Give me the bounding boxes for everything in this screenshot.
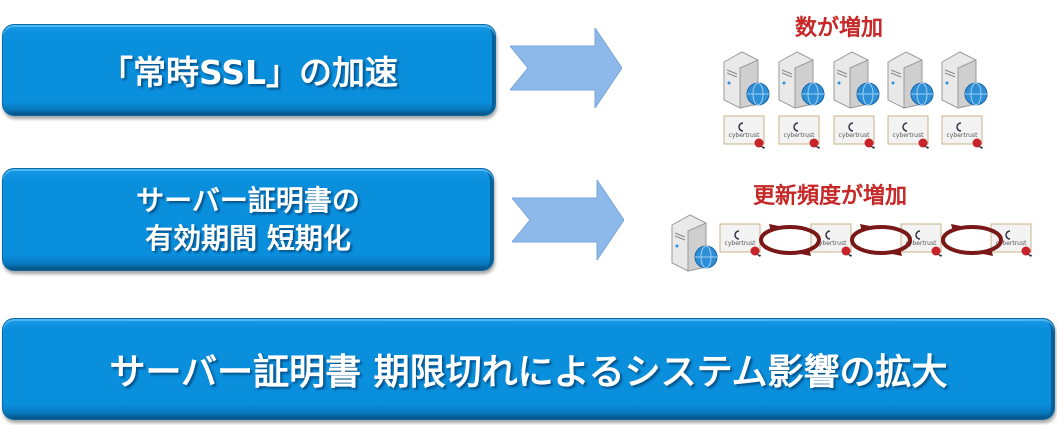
always-ssl-box: 「常時SSL」の加速 [2,24,496,116]
cert-short-line1: サーバー証明書の [136,183,360,217]
right-arrow-icon [512,180,624,260]
right-arrow-icon [510,28,622,108]
cert-short-line2: 有効期間 短期化 [145,221,351,255]
renewal-cycle-icon [759,224,821,256]
renew-increase-label: 更新頻度が増加 [753,184,908,209]
impact-box: サーバー証明書 期限切れによるシステム影響の拡大 [2,318,1055,420]
certificate-icon [887,115,930,149]
certificate-icon [778,115,821,149]
renewal-cycle-icon [941,224,1003,256]
cert-validity-shortening-box: サーバー証明書の 有効期間 短期化 [2,168,494,271]
server-icon [671,214,718,272]
count-increase-label: 数が増加 [795,16,884,41]
server-icon [941,51,988,109]
server-icon [887,51,934,109]
server-icon [723,51,770,109]
certificate-icon [833,115,876,149]
certificate-icon [723,115,766,149]
impact-label: サーバー証明書 期限切れによるシステム影響の拡大 [109,352,948,393]
server-icon [833,51,880,109]
server-icon [778,51,825,109]
certificate-icon [941,115,984,149]
always-ssl-label: 「常時SSL」の加速 [99,53,399,92]
renewal-cycle-icon [850,224,912,256]
